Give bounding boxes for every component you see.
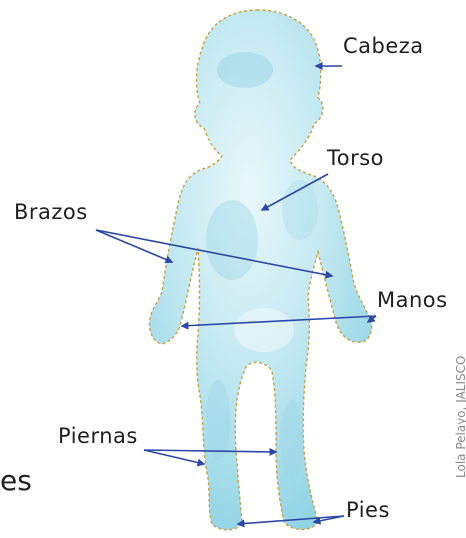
label-brazos: Brazos xyxy=(14,200,88,224)
label-cabeza: Cabeza xyxy=(343,34,424,58)
cropped-text-fragment: es xyxy=(0,464,32,497)
label-torso: Torso xyxy=(327,146,384,170)
arrow-piernas-left xyxy=(144,450,204,464)
label-manos: Manos xyxy=(377,288,448,312)
watercolor-blob xyxy=(234,308,294,352)
label-pies: Pies xyxy=(346,498,390,522)
illustration-credit: Lola Pelayo, JALISCO xyxy=(454,356,466,478)
watercolor-blob xyxy=(280,400,304,480)
watercolor-blob xyxy=(206,200,258,280)
arrow-piernas-right xyxy=(144,450,276,452)
label-piernas: Piernas xyxy=(58,424,138,448)
watercolor-blob xyxy=(206,380,230,460)
arrow-brazos-left xyxy=(96,230,172,262)
watercolor-blob xyxy=(217,52,273,88)
